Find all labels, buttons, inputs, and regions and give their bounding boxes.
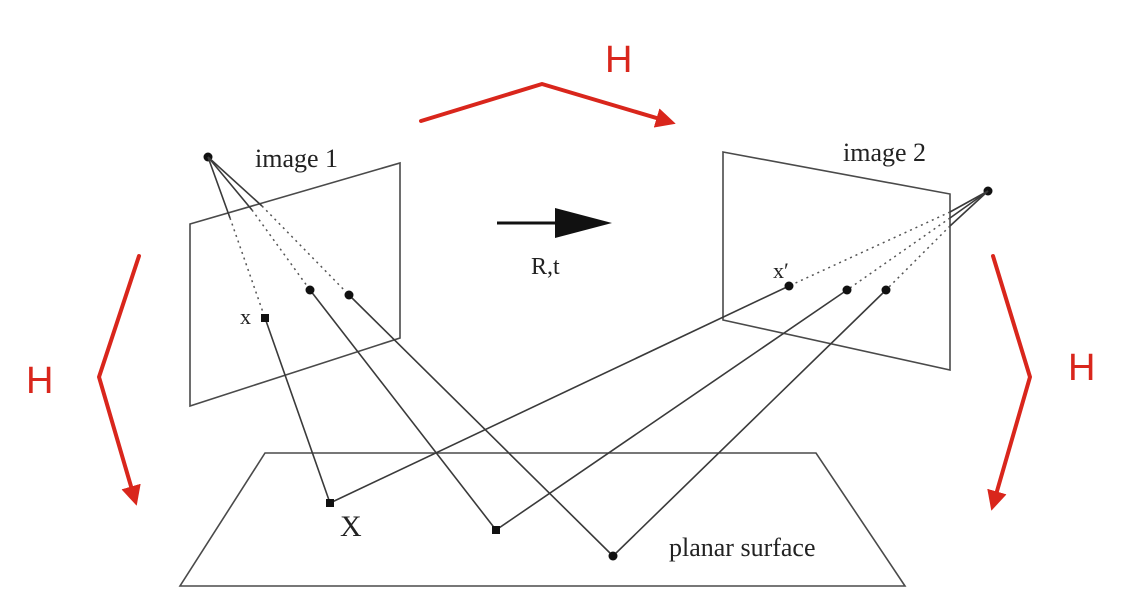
surface-points [326,499,618,561]
image-2-plane [722,151,951,371]
point-X-label: X [340,510,362,543]
motion-label: R,t [531,254,560,280]
h-label-left: H [26,360,53,402]
planar-surface-label: planar surface [669,533,816,562]
image-2-label: image 2 [843,138,926,167]
point-x-prime-label: x′ [773,258,789,283]
planar-surface [178,452,907,587]
image-1-label: image 1 [255,144,338,173]
point-x-label: x [240,304,251,329]
camera-2-rays [788,190,989,291]
image-2-points [784,281,891,295]
h-label-top: H [605,39,632,81]
camera-1-rays [207,156,350,319]
h-arrow-left [97,254,141,506]
h-label-right: H [1068,347,1095,389]
motion-arrow [497,208,612,238]
image-1-plane [189,161,401,408]
h-arrow-right [987,254,1032,511]
image-1-points [261,285,354,322]
projection-rays [264,285,887,557]
h-arrow-top [419,82,676,128]
